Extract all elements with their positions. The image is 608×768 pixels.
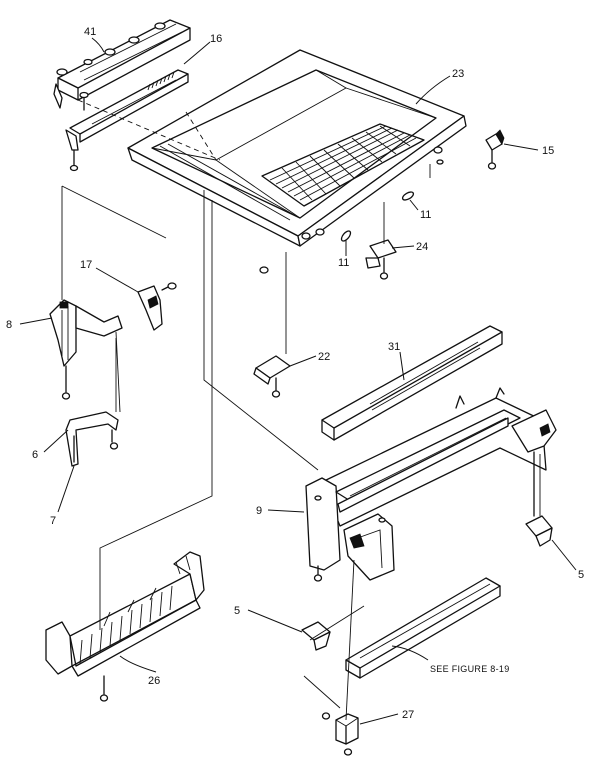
part-27-bracket [321, 712, 359, 756]
part-9-frame [305, 387, 557, 582]
label-31: 31 [388, 341, 400, 353]
part-11-pin-lower [340, 230, 352, 242]
see-figure-note: SEE FIGURE 8-19 [430, 664, 510, 674]
leader-lines [19, 37, 577, 725]
part-labels: 41 16 23 15 11 11 24 17 8 22 31 6 7 9 5 … [6, 26, 584, 721]
part-6-link [65, 411, 119, 467]
part-8-bracket [49, 299, 123, 413]
label-16: 16 [210, 33, 222, 45]
label-17: 17 [80, 259, 92, 271]
label-11-lower: 11 [338, 257, 349, 269]
label-24: 24 [416, 241, 428, 253]
label-23: 23 [452, 68, 464, 80]
part-15-knob [485, 129, 505, 170]
part-31-rail [321, 325, 503, 441]
label-26: 26 [148, 675, 160, 687]
label-27: 27 [402, 709, 414, 721]
label-5-right: 5 [578, 569, 584, 581]
label-9: 9 [256, 505, 262, 517]
label-41: 41 [84, 26, 96, 38]
label-6: 6 [32, 449, 38, 461]
part-23-tray [127, 49, 467, 247]
label-7: 7 [50, 515, 56, 527]
part-16-bracket [65, 69, 189, 172]
part-5-clip-left [301, 621, 331, 651]
label-11-upper: 11 [420, 209, 431, 221]
part-41-rail [53, 19, 191, 109]
label-5-left: 5 [234, 605, 240, 617]
part-24-clip [365, 239, 397, 280]
label-15: 15 [542, 145, 554, 157]
part-17-latch [137, 282, 177, 331]
part-26-tray [45, 551, 205, 702]
part-11-pin-upper [401, 191, 415, 201]
part-22-clip [253, 355, 291, 398]
assembly-guide-lines [61, 99, 541, 721]
part-5-clip-right [525, 515, 553, 547]
lower-rail [345, 577, 501, 679]
label-22: 22 [318, 351, 330, 363]
part-11-clip [259, 266, 269, 274]
label-8: 8 [6, 319, 12, 331]
